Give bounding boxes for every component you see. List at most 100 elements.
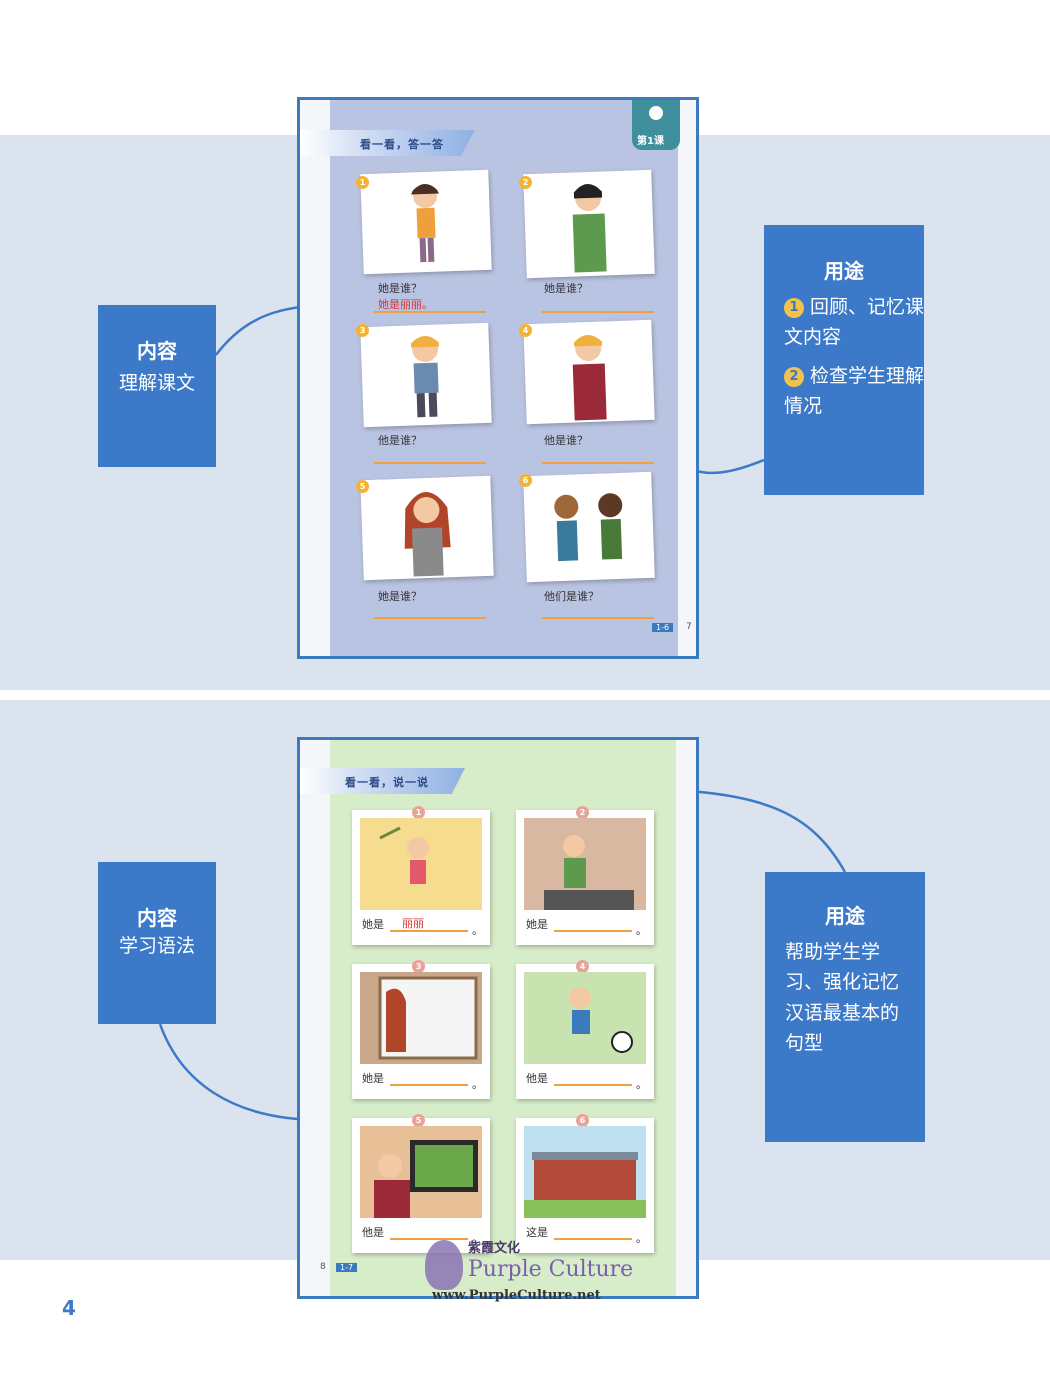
item-number: 1 xyxy=(412,806,425,819)
answer-line xyxy=(554,1084,632,1086)
sentence-prefix: 她是 xyxy=(526,918,548,931)
item-number: 3 xyxy=(412,960,425,973)
question-text: 他是谁？ xyxy=(378,434,422,447)
item-number: 5 xyxy=(412,1114,425,1127)
woman-illustration xyxy=(572,184,607,273)
sentence-suffix: 。 xyxy=(472,924,483,937)
answer-line xyxy=(390,1084,468,1086)
sentence-suffix: 。 xyxy=(636,924,647,937)
page-margin xyxy=(676,740,696,1296)
content-callout: 内容 理解课文 xyxy=(98,305,216,467)
sentence-prefix: 她是 xyxy=(362,918,384,931)
girl-kicking-illustration xyxy=(360,818,482,910)
answer-line xyxy=(374,617,486,619)
item-number: 4 xyxy=(576,960,589,973)
picture-card: 5 他是 。 xyxy=(352,1114,490,1253)
textbook-page-comprehension: 看一看，答一答 第1课 1 她是谁？ 她是丽丽。 2 她是谁？ xyxy=(297,97,699,659)
callout-point-text: 检查学生理解情况 xyxy=(784,364,925,418)
answer-text: 她是丽丽。 xyxy=(378,298,433,311)
woman-cooking-illustration xyxy=(524,818,646,910)
sentence-prefix: 这是 xyxy=(526,1226,548,1239)
school-building-illustration xyxy=(524,1126,646,1218)
answer-line xyxy=(554,1238,632,1240)
girl-illustration xyxy=(411,184,440,263)
question-text: 她是谁？ xyxy=(378,590,422,603)
sentence-suffix: 。 xyxy=(472,1078,483,1091)
page-section-tag: 1-6 xyxy=(652,623,674,632)
picture-card: 1 她是 丽丽 。 xyxy=(352,806,490,945)
watermark-url: www.PurpleCulture.net xyxy=(432,1288,601,1303)
section-header-title: 看一看，答一答 xyxy=(360,138,444,151)
picture-card xyxy=(360,475,494,581)
question-text: 她是谁？ xyxy=(378,282,422,295)
item-number: 4 xyxy=(519,324,532,337)
answer-text: 丽丽 xyxy=(402,917,424,930)
boy-illustration xyxy=(410,336,440,418)
watermark: 紫霞文化 Purple Culture www.PurpleCulture.ne… xyxy=(420,1235,650,1310)
sentence-suffix: 。 xyxy=(636,1232,647,1245)
two-kids-illustration xyxy=(554,493,623,562)
picture-card: 4 他是 。 xyxy=(516,960,654,1099)
question-text: 她是谁？ xyxy=(544,282,588,295)
answer-line xyxy=(542,617,654,619)
watermark-cn-text: 紫霞文化 xyxy=(468,1241,521,1256)
sentence-prefix: 他是 xyxy=(362,1226,384,1239)
answer-line xyxy=(542,311,654,313)
item-number: 6 xyxy=(519,474,532,487)
page-margin xyxy=(300,740,330,1296)
woman-illustration xyxy=(404,492,451,577)
callout-point-text: 回顾、记忆课文内容 xyxy=(784,296,925,349)
sentence-suffix: 。 xyxy=(472,1232,483,1245)
page-margin xyxy=(678,100,696,656)
callout-title: 用途 xyxy=(824,259,864,283)
question-text: 他们是谁？ xyxy=(544,590,599,603)
sentence-suffix: 。 xyxy=(636,1078,647,1091)
item-number: 1 xyxy=(356,176,369,189)
textbook-page-grammar: 看一看，说一说 1 她是 丽丽 。 2 她是 。 3 xyxy=(297,737,699,1299)
callout-title: 内容 xyxy=(137,906,177,930)
sentence-prefix: 她是 xyxy=(362,1072,384,1085)
page-section-tag: 1-7 xyxy=(336,1263,358,1272)
item-number: 6 xyxy=(576,1114,589,1127)
callout-body: 帮助学生学习、强化记忆汉语最基本的句型 xyxy=(785,941,900,1055)
item-number: 5 xyxy=(356,480,369,493)
answer-line xyxy=(374,462,486,464)
picture-card: 3 她是 。 xyxy=(352,960,490,1099)
picture-card: 6 这是 。 xyxy=(516,1114,654,1253)
question-text: 他是谁？ xyxy=(544,434,588,447)
callout-title: 用途 xyxy=(825,904,865,928)
purpose-callout: 用途 帮助学生学习、强化记忆汉语最基本的句型 xyxy=(765,872,925,1142)
mascot-icon xyxy=(649,106,663,120)
answer-line xyxy=(554,930,632,932)
sentence-prefix: 他是 xyxy=(526,1072,548,1085)
section-header-title: 看一看，说一说 xyxy=(345,776,429,789)
picture-card xyxy=(360,169,492,275)
picture-card xyxy=(360,322,492,428)
purple-culture-logo-icon xyxy=(425,1240,463,1290)
item-number: 2 xyxy=(576,806,589,819)
callout-body: 学习语法 xyxy=(118,935,195,957)
picture-card xyxy=(523,169,655,279)
teacher-whiteboard-illustration xyxy=(360,972,482,1064)
page-number: 7 xyxy=(686,622,692,632)
answer-line xyxy=(542,462,654,464)
item-number: 3 xyxy=(356,324,369,337)
callout-title: 内容 xyxy=(137,339,177,363)
boy-soccer-illustration xyxy=(524,972,646,1064)
page-margin xyxy=(300,100,330,656)
answer-line xyxy=(390,1238,468,1240)
picture-card xyxy=(523,471,655,583)
boy-illustration xyxy=(572,335,607,421)
picture-card xyxy=(523,319,655,425)
lesson-badge-label: 第1课 xyxy=(637,136,664,147)
callout-body: 理解课文 xyxy=(118,372,195,394)
number-2-icon: 2 xyxy=(784,366,804,387)
number-1-icon: 1 xyxy=(784,298,804,318)
answer-line xyxy=(374,311,486,313)
answer-line xyxy=(390,930,468,932)
page-number: 8 xyxy=(320,1262,326,1272)
